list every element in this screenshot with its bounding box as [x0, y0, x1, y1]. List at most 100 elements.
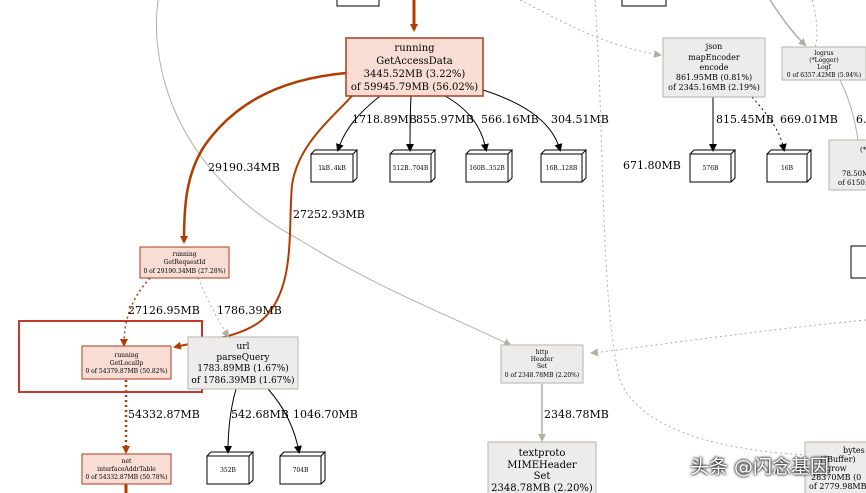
node-mimeheader-set[interactable]: textproto MIMEHeader Set 2348.78MB (2.20…	[487, 441, 597, 493]
node-header-line3: Set	[537, 363, 548, 370]
alloc-box-b7-label: 352B	[220, 467, 236, 474]
node-getaccessdata-line1: running	[394, 43, 435, 54]
edge-gray-top-to-json[interactable]	[519, 0, 662, 58]
node-mimeheader-line2: MIMEHeader	[507, 460, 577, 471]
node-right-partial-line2: 78.50M	[842, 170, 866, 178]
node-logrus-line4: 0 of 6357.42MB (5.94%)	[787, 72, 861, 79]
edge-gray-long-curve[interactable]	[155, 0, 512, 346]
edge-getaccessdata-b4[interactable]	[469, 85, 563, 152]
alloc-box-b7[interactable]: 352B	[206, 451, 255, 485]
edge-label-header: 2348.78MB	[544, 408, 609, 421]
edge-label-middle: 671.80MB	[623, 159, 681, 172]
edge-getaccessdata-getrequestid[interactable]	[180, 71, 347, 244]
node-getrequestid-line1: running	[172, 251, 196, 258]
node-parsequery-line2: parseQuery	[216, 353, 270, 363]
node-logrus-line1: logrus	[814, 50, 833, 57]
edge-getaccessdata-b1[interactable]	[336, 95, 381, 152]
node-iface-line1: net	[122, 458, 132, 465]
edge-label-reqid: 29190.34MB	[208, 161, 280, 174]
node-logrus-logf[interactable]: logrus (*Logger) Logf 0 of 6357.42MB (5.…	[781, 46, 866, 81]
node-mimeheader-line1: textproto	[519, 448, 566, 459]
alloc-box-b8[interactable]: 704B	[279, 451, 327, 485]
alloc-box-b5-label: 576B	[703, 165, 719, 172]
edge-label-reqid-localip: 27126.95MB	[128, 304, 200, 317]
node-getlocalip-line3: 0 of 54379.87MB (50.82%)	[85, 368, 167, 375]
node-bytes-line1: bytes	[843, 446, 865, 455]
alloc-box-b6-label: 16B	[781, 165, 794, 172]
node-parsequery-line4: of 1786.39MB (1.67%)	[191, 375, 294, 386]
node-getaccessdata[interactable]: running GetAccessData 3445.52MB (3.22%) …	[345, 37, 484, 97]
edge-gray-logrus-right[interactable]	[839, 79, 859, 141]
node-json-encode-line1: json	[705, 42, 723, 51]
edge-label-localip: 27252.93MB	[293, 208, 365, 221]
node-getrequestid[interactable]: running GetRequestId 0 of 29190.34MB (27…	[139, 246, 230, 279]
alloc-box-b5[interactable]: 576B	[689, 149, 737, 183]
node-json-encode-line2: mapEncoder	[688, 53, 740, 62]
node-getlocalip-line1: running	[114, 352, 138, 359]
node-interfaceaddrtable[interactable]: net interfaceAddrTable 0 of 54332.87MB (…	[81, 453, 172, 485]
node-iface-line3: 0 of 54332.87MB (50.78%)	[85, 474, 167, 481]
alloc-box-b1[interactable]: 1kB..4kB	[310, 149, 359, 183]
node-header-line2: Header	[531, 356, 554, 363]
edge-parsequery-b7[interactable]	[224, 388, 237, 454]
edge-getrequestid-parsequery[interactable]	[197, 277, 230, 338]
node-logrus-line3: Logf	[817, 64, 831, 71]
node-mimeheader-line4: 2348.78MB (2.20%)	[491, 483, 593, 493]
node-getaccessdata-line4: of 59945.79MB (56.02%)	[351, 82, 478, 93]
edge-getaccessdata-b3[interactable]	[444, 95, 489, 152]
edge-gray-middle-dotted[interactable]	[594, 0, 807, 456]
cropped-node-right-mid[interactable]	[850, 245, 866, 279]
alloc-box-b4[interactable]: 16B..128B	[540, 149, 588, 183]
node-parsequery-line1: url	[237, 342, 250, 352]
edge-getaccessdata-b2[interactable]	[406, 95, 415, 152]
node-parsequery-line3: 1783.89MB (1.67%)	[197, 363, 289, 374]
node-json-encode-line3: encode	[699, 63, 728, 72]
node-bytes-line2: (*Buffer)	[820, 455, 856, 464]
alloc-box-b6[interactable]: 16B	[766, 149, 813, 183]
watermark-text: 头条 @闪念基因	[690, 456, 830, 478]
edge-json-b6[interactable]	[751, 96, 787, 152]
node-bytes-line5: of 2779.98MB	[809, 482, 866, 491]
node-header-set[interactable]: http Header Set 0 of 2348.78MB (2.20%)	[500, 344, 584, 384]
alloc-box-b1-label: 1kB..4kB	[318, 165, 346, 172]
edge-label-json-b6: 669.01MB	[780, 113, 838, 126]
node-getaccessdata-line3: 3445.52MB (3.22%)	[364, 69, 466, 80]
node-bytes-line3: grow	[826, 464, 847, 473]
node-iface-line2: interfaceAddrTable	[97, 466, 156, 473]
alloc-box-b8-label: 704B	[293, 467, 309, 474]
edge-label-b4: 304.51MB	[551, 113, 609, 126]
edge-label-b1: 1718.89MB	[352, 113, 417, 126]
edge-gray-dotted-logrus[interactable]	[811, 0, 818, 48]
node-getrequestid-line3: 0 of 29190.34MB (27.28%)	[143, 268, 225, 275]
node-parsequery[interactable]: url parseQuery 1783.89MB (1.67%) of 1786…	[187, 336, 299, 390]
node-getlocalip[interactable]: running GetLocalIp 0 of 54379.87MB (50.8…	[81, 345, 172, 380]
alloc-box-b3[interactable]: 160B..352B	[465, 149, 514, 183]
node-bytes-line4: 28370MB (0	[811, 473, 861, 482]
node-right-partial-line1: (*	[860, 146, 866, 154]
node-json-encode-line5: of 2345.16MB (2.19%)	[668, 83, 760, 92]
node-bytes-partial[interactable]: bytes (*Buffer) grow 28370MB (0 of 2779.…	[804, 441, 866, 493]
edge-gray-to-header[interactable]	[590, 319, 866, 357]
edge-label-parse-b7: 542.68MB	[231, 408, 289, 421]
node-getlocalip-line2: GetLocalIp	[110, 360, 144, 367]
node-json-encode[interactable]: json mapEncoder encode 861.95MB (0.81%) …	[662, 37, 766, 98]
cropped-node-top-left[interactable]	[336, 0, 380, 7]
node-right-partial[interactable]: (* 78.50M of 6150.6	[828, 139, 866, 191]
alloc-box-b3-label: 160B..352B	[469, 165, 505, 172]
node-getrequestid-line2: GetRequestId	[164, 259, 206, 266]
edge-label-iface: 54332.87MB	[128, 408, 200, 421]
edge-label-b3: 566.16MB	[481, 113, 539, 126]
node-getaccessdata-line2: GetAccessData	[376, 56, 453, 67]
edge-label-json-b5: 815.45MB	[716, 113, 774, 126]
cropped-node-top-right[interactable]	[621, 0, 667, 7]
alloc-box-b2[interactable]: 512B..704B	[389, 149, 437, 183]
edge-parsequery-b8[interactable]	[267, 388, 302, 454]
node-logrus-line2: (*Logger)	[809, 57, 838, 64]
edge-label-reqid-parse: 1786.39MB	[217, 304, 282, 317]
edge-gray-to-logrus[interactable]	[769, 0, 807, 47]
node-right-partial-line3: of 6150.6	[838, 179, 866, 187]
alloc-box-b2-label: 512B..704B	[393, 165, 429, 172]
edge-label-logrus: 6.	[856, 113, 866, 126]
node-header-line1: http	[536, 349, 549, 356]
